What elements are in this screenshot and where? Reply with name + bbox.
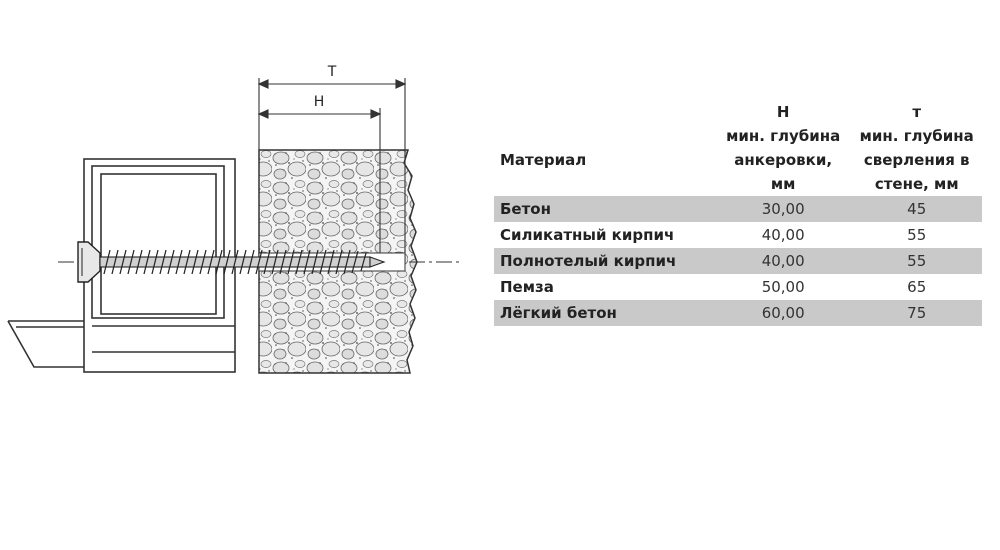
material-cell: Бетон <box>494 196 719 222</box>
anchor-screw-diagram: T H <box>7 64 460 374</box>
anchoring-depth-cell: 50,00 <box>761 278 805 296</box>
table-header-row: Материал H мин. глубина анкеровки, мм т … <box>494 100 982 196</box>
drilling-depth-cell: 55 <box>907 226 927 244</box>
drilling-depth-cell: 75 <box>851 300 982 326</box>
header-min-drilling-depth: т мин. глубина сверления в стене, мм <box>859 103 974 193</box>
drilling-depth-cell: 55 <box>851 248 982 274</box>
drilling-depth-cell: 65 <box>907 278 927 296</box>
material-cell: Лёгкий бетон <box>494 300 719 326</box>
screw-thread <box>103 249 367 275</box>
screw-tip <box>369 256 386 268</box>
material-cell: Силикатный кирпич <box>500 226 675 244</box>
anchoring-depth-cell: 30,00 <box>718 196 848 222</box>
dim-h-label: H <box>314 94 325 110</box>
table-row: Силикатный кирпич 40,00 55 <box>494 222 982 248</box>
screw <box>77 241 386 283</box>
dimension-lines <box>257 78 407 262</box>
dim-t-label: T <box>327 64 337 80</box>
drilling-depth-cell: 45 <box>851 196 982 222</box>
header-min-anchoring-depth: H мин. глубина анкеровки, мм <box>726 103 841 193</box>
anchoring-depth-cell: 60,00 <box>718 300 848 326</box>
anchoring-depth-cell: 40,00 <box>761 226 805 244</box>
anchoring-depth-table: Материал H мин. глубина анкеровки, мм т … <box>494 100 982 326</box>
screw-head <box>77 241 101 283</box>
header-material: Материал <box>500 151 587 169</box>
anchoring-depth-cell: 40,00 <box>718 248 848 274</box>
material-cell: Полнотелый кирпич <box>494 248 719 274</box>
material-cell: Пемза <box>500 278 554 296</box>
table-row: Пемза 50,00 65 <box>494 274 982 300</box>
